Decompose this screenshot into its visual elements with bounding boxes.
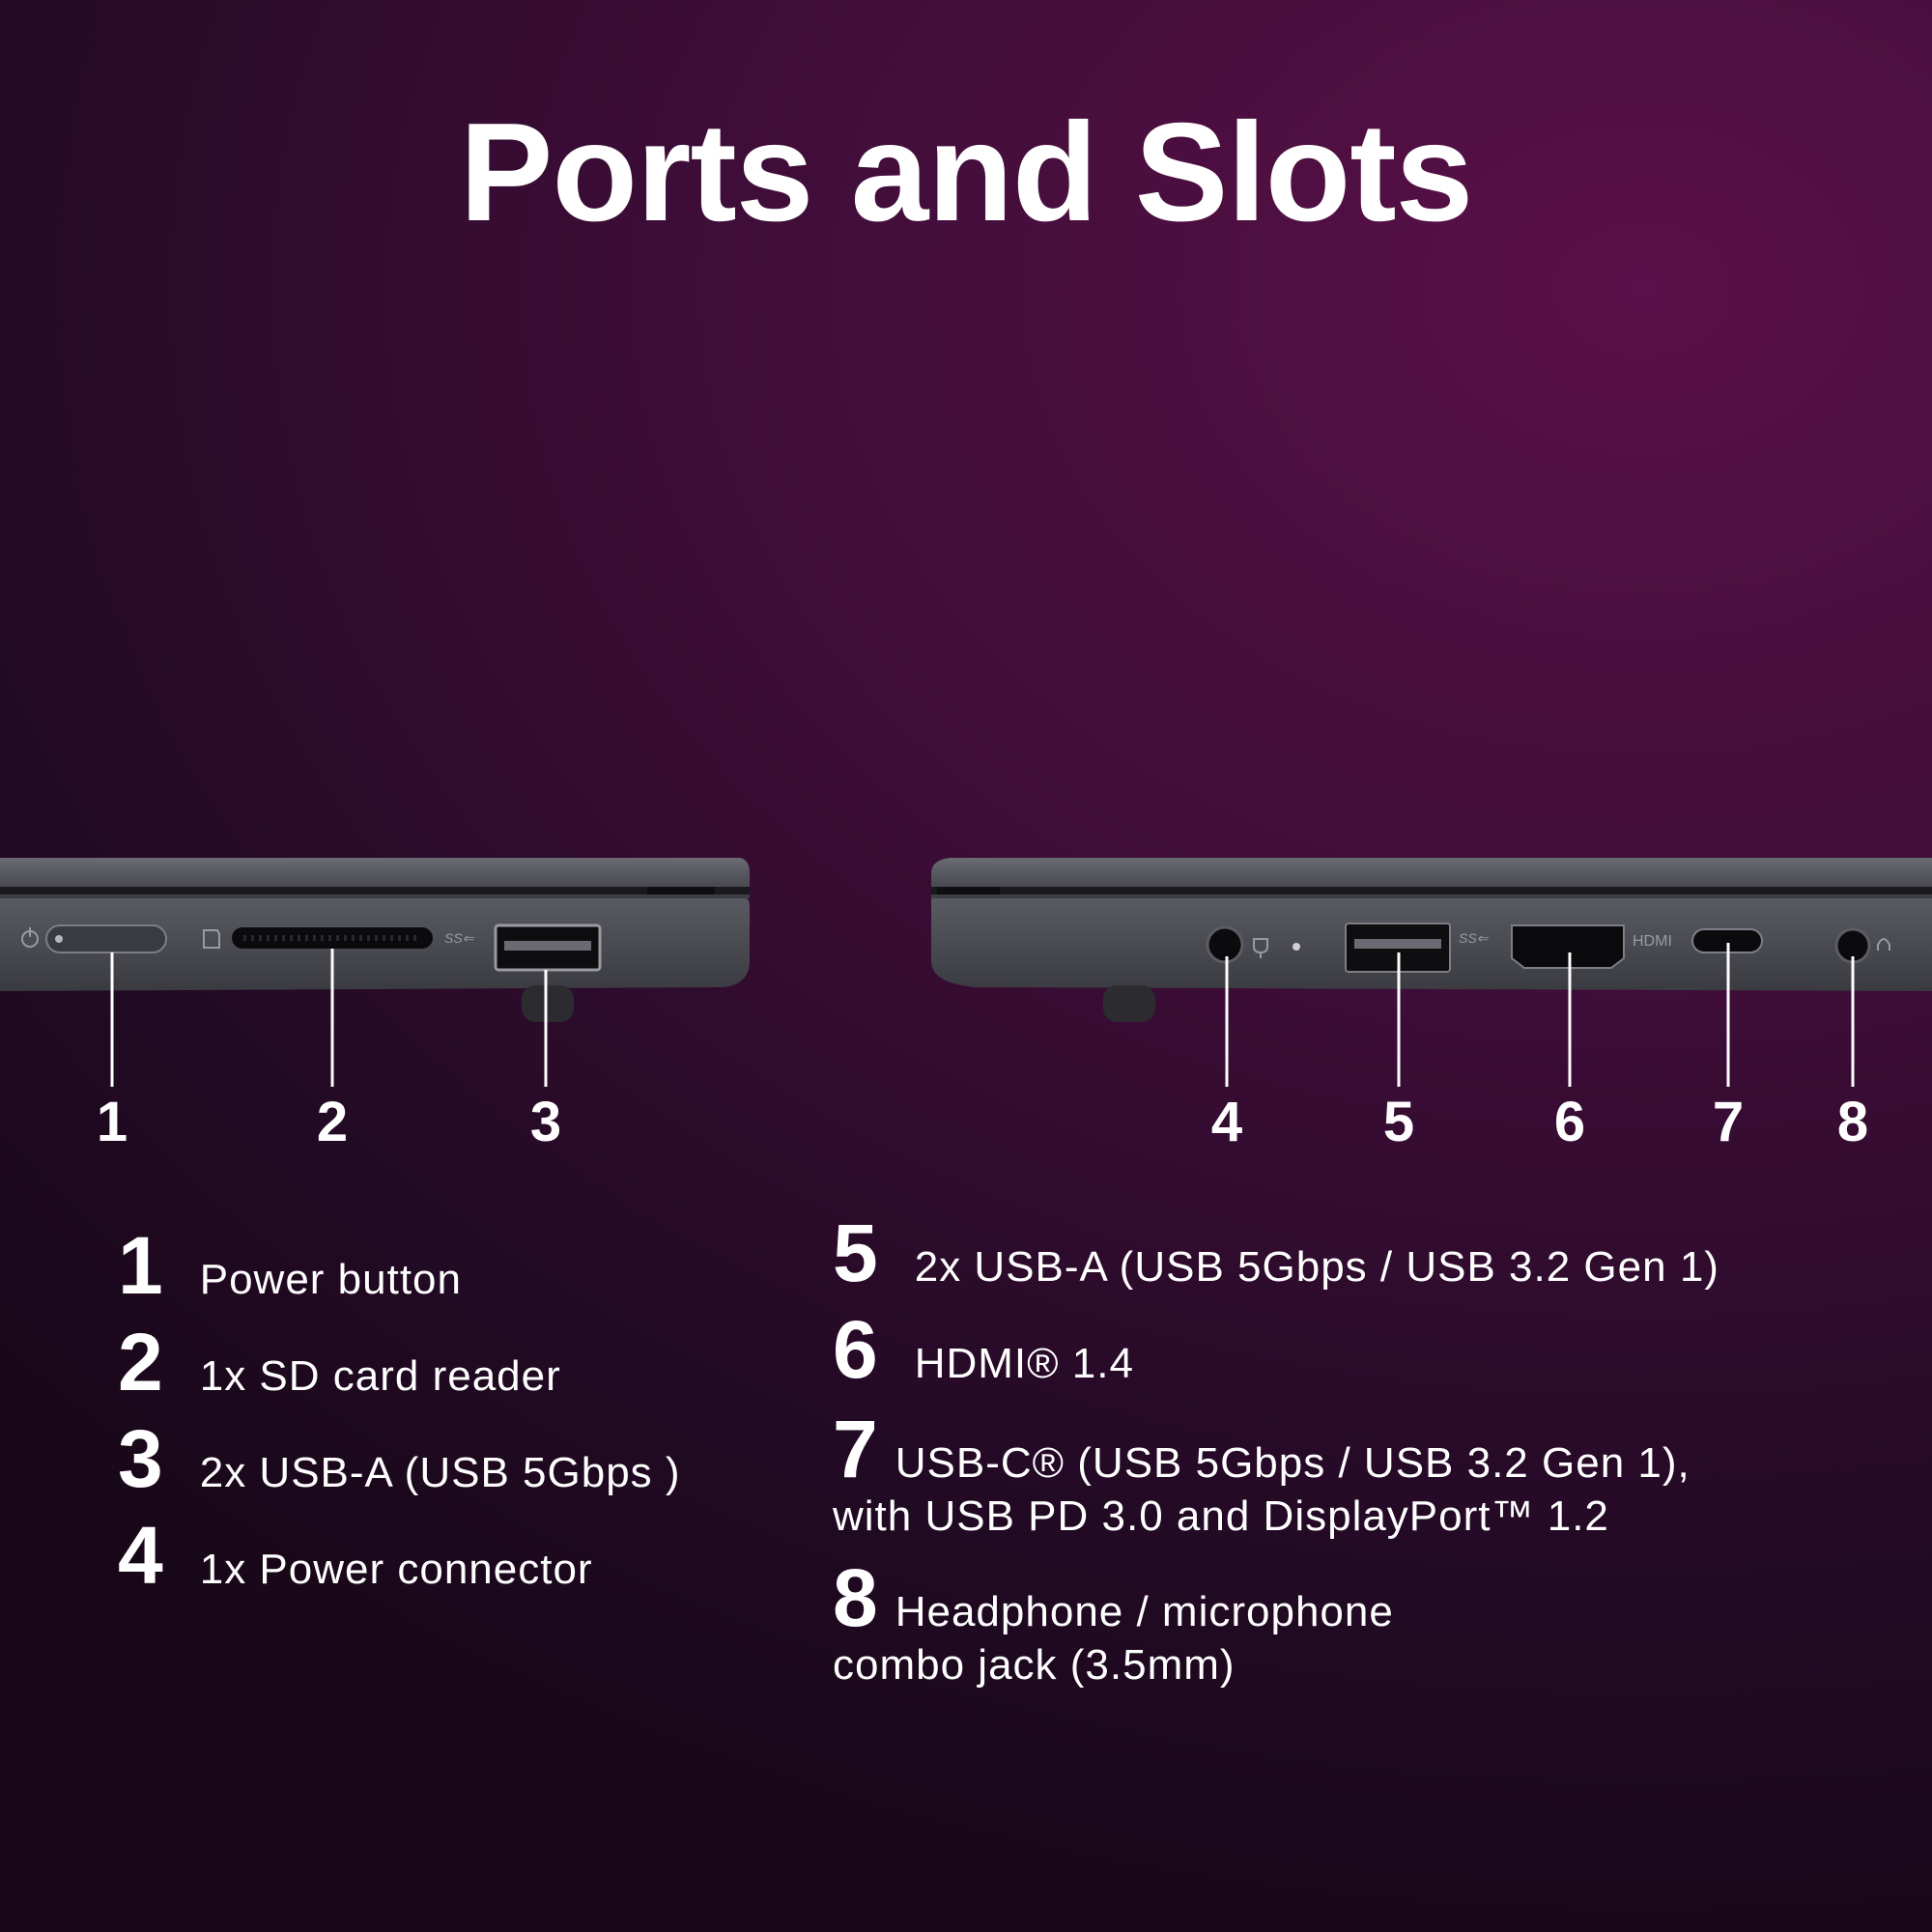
plug-icon [1253, 938, 1268, 958]
usb-ss-label: SS⇐ [444, 930, 475, 946]
legend-item-5: 5 2x USB-A (USB 5Gbps / USB 3.2 Gen 1) [833, 1212, 1719, 1293]
callout-number-3: 3 [529, 1091, 562, 1153]
legend-text: 1x SD card reader [199, 1352, 561, 1400]
legend-number: 8 [833, 1552, 878, 1643]
legend-text: HDMI® 1.4 [914, 1340, 1134, 1387]
sd-card-slot [232, 927, 433, 949]
legend-item-8: 8 Headphone / microphone combo jack (3.5… [833, 1557, 1394, 1691]
legend-item-4: 4 1x Power connector [118, 1515, 593, 1596]
callout-number-1: 1 [96, 1091, 128, 1153]
status-led [1293, 943, 1300, 951]
callout-number-5: 5 [1382, 1091, 1415, 1153]
legend-text-line2: with USB PD 3.0 and DisplayPort™ 1.2 [833, 1492, 1609, 1540]
legend-text: Power button [199, 1256, 462, 1303]
callout-lines [110, 943, 1855, 1087]
right-laptop: SS⇐ HDMI [931, 858, 1932, 1022]
power-icon [21, 927, 39, 948]
legend-item-6: 6 HDMI® 1.4 [833, 1309, 1134, 1390]
legend-text: 2x USB-A (USB 5Gbps / USB 3.2 Gen 1) [914, 1243, 1719, 1291]
legend-text: 1x Power connector [199, 1546, 593, 1593]
callout-number-2: 2 [316, 1091, 349, 1153]
legend-item-2: 2 1x SD card reader [118, 1321, 561, 1403]
legend-text-line1: Headphone / microphone [895, 1588, 1394, 1635]
callout-number-4: 4 [1210, 1091, 1243, 1153]
right-laptop-foot [1103, 985, 1155, 1022]
power-button [45, 924, 167, 953]
callout-number-8: 8 [1836, 1091, 1869, 1153]
legend-item-7: 7 USB-C® (USB 5Gbps / USB 3.2 Gen 1), wi… [833, 1408, 1690, 1543]
hdmi-label: HDMI [1633, 933, 1672, 950]
sd-card-icon [203, 929, 220, 949]
legend-number: 3 [118, 1413, 163, 1504]
legend-number: 7 [833, 1404, 878, 1494]
legend-text: 2x USB-A (USB 5Gbps ) [199, 1449, 681, 1496]
legend-item-1: 1 Power button [118, 1225, 462, 1306]
left-laptop-hinge-gap [0, 887, 750, 895]
legend-number: 6 [833, 1304, 878, 1395]
right-laptop-hinge-gap [931, 887, 1932, 895]
legend-number: 4 [118, 1510, 163, 1601]
legend-number: 2 [118, 1317, 163, 1407]
legend-item-3: 3 2x USB-A (USB 5Gbps ) [118, 1418, 681, 1499]
callout-number-6: 6 [1553, 1091, 1586, 1153]
left-laptop: SS⇐ [0, 858, 750, 1022]
left-laptop-foot [522, 985, 574, 1022]
legend-number: 1 [118, 1220, 163, 1311]
hdmi-port [1511, 924, 1625, 969]
power-connector [1206, 925, 1244, 964]
legend-text-line1: USB-C® (USB 5Gbps / USB 3.2 Gen 1), [895, 1439, 1690, 1487]
callout-number-7: 7 [1712, 1091, 1745, 1153]
legend-number: 5 [833, 1208, 878, 1298]
usb-ss-label-right: SS⇐ [1459, 930, 1490, 946]
page-title: Ports and Slots [459, 94, 1474, 250]
legend-text-line2: combo jack (3.5mm) [833, 1641, 1236, 1689]
headphone-icon [1877, 938, 1890, 951]
